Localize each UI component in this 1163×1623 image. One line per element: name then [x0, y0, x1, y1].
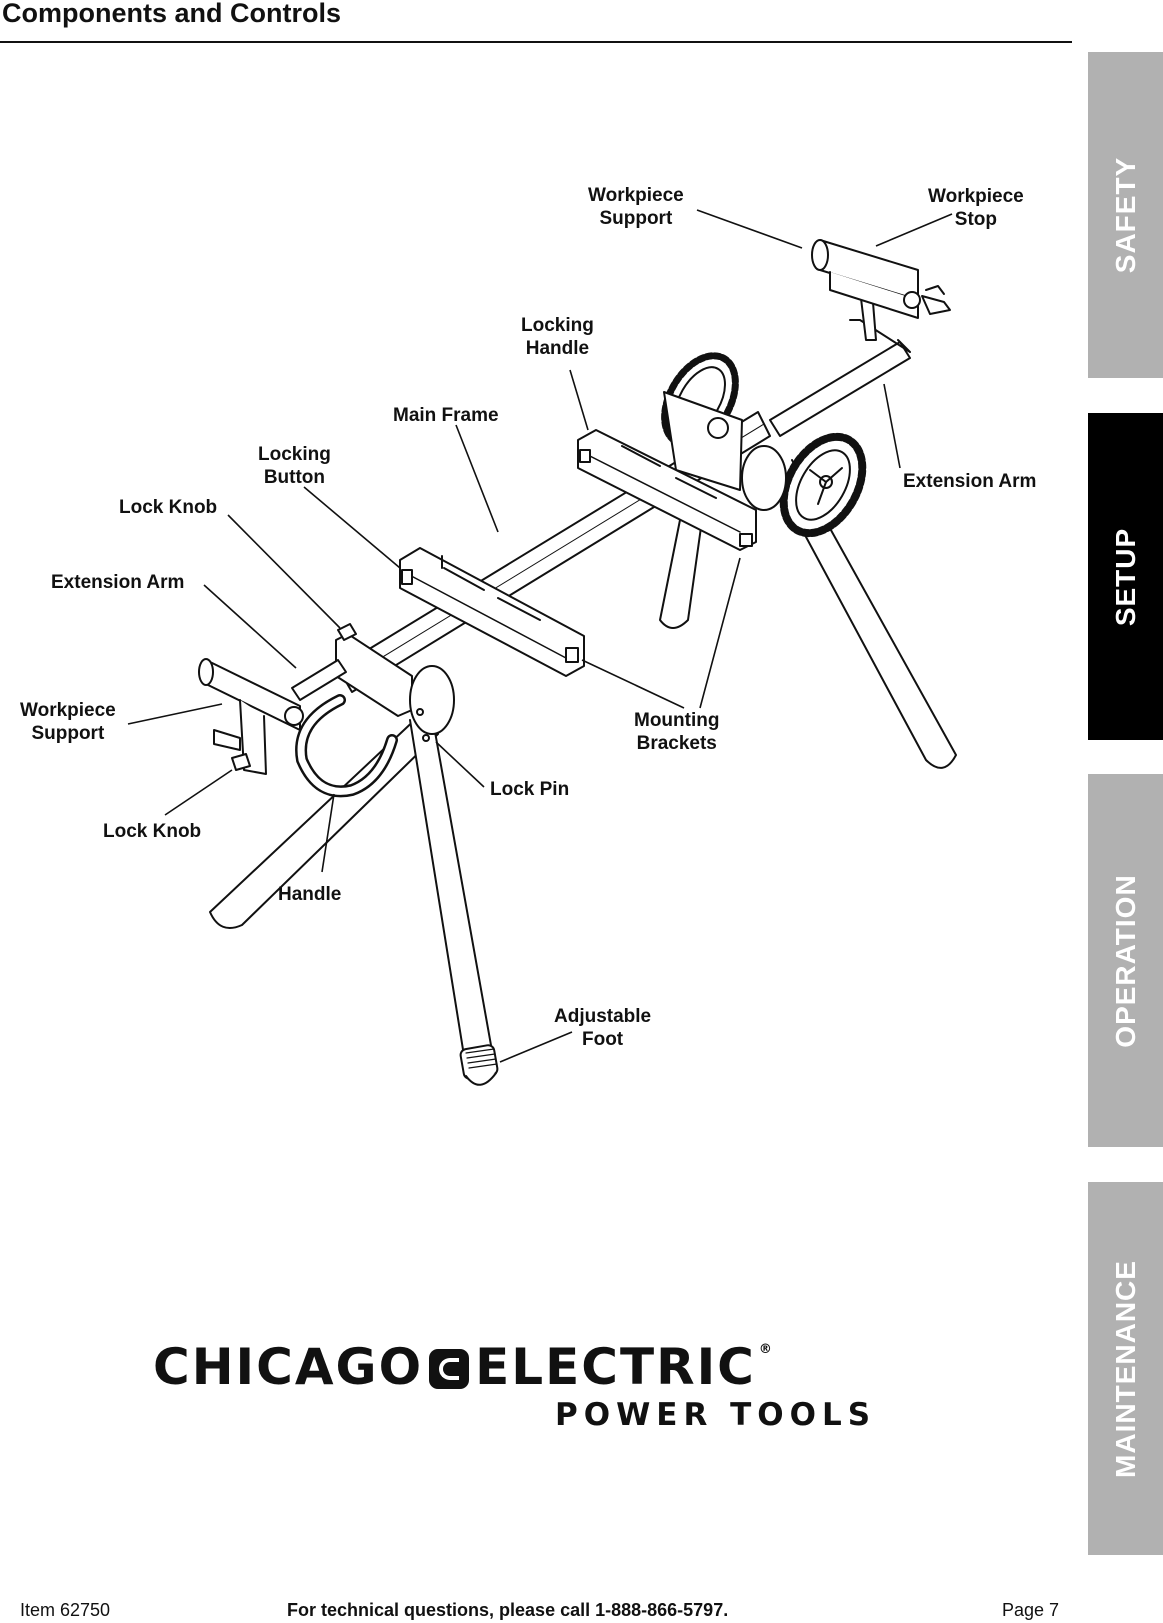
leader-lock-pin	[435, 741, 485, 788]
right-rear-leg	[659, 519, 703, 629]
leader-workpiece-support-top	[696, 209, 803, 249]
leader-adjustable-foot	[499, 1031, 573, 1063]
leader-locking-handle	[569, 369, 589, 431]
leader-lock-knob-top	[227, 514, 341, 629]
leader-extension-arm-right	[883, 383, 901, 469]
footer-item-number: Item 62750	[20, 1600, 111, 1620]
carry-handle	[295, 694, 398, 798]
lock-knob	[337, 623, 357, 641]
label-main-frame: Main Frame	[393, 405, 499, 426]
label-lock-pin: Lock Pin	[490, 779, 570, 800]
left-front-leg	[409, 714, 499, 1086]
leader-lock-knob-bottom	[164, 769, 233, 816]
page-title: Components and Controls	[2, 0, 341, 28]
leader-handle	[321, 793, 335, 873]
right-front-leg	[769, 459, 957, 769]
label-lock-knob-bottom: Lock Knob	[103, 821, 202, 842]
axle-bracket	[663, 391, 787, 511]
leader-lines	[127, 209, 953, 1063]
footer-phone: For technical questions, please call 1-8…	[287, 1600, 729, 1620]
tab-maintenance[interactable]: MAINTENANCE	[1088, 1182, 1163, 1555]
left-workpiece-support	[198, 658, 304, 775]
title-divider	[0, 41, 1072, 43]
leader-main-frame	[455, 424, 499, 533]
logo-registered-mark: ®	[758, 1341, 774, 1357]
front-mounting-bracket	[399, 547, 585, 677]
leader-locking-button	[303, 486, 401, 569]
label-extension-arm-right: Extension Arm	[903, 471, 1037, 492]
tab-safety[interactable]: SAFETY	[1088, 52, 1163, 378]
logo-text-electric: ELECTRIC	[475, 1338, 756, 1396]
leader-mounting-brackets-2	[581, 659, 685, 709]
rear-mounting-bracket	[577, 429, 757, 551]
top-workpiece-support	[811, 239, 951, 319]
label-lock-knob-top: Lock Knob	[119, 497, 218, 518]
leader-extension-arm-left	[203, 584, 297, 669]
leader-workpiece-stop	[875, 213, 953, 247]
logo-c-mark-icon	[429, 1349, 470, 1389]
label-extension-arm-left: Extension Arm	[51, 572, 185, 593]
front-wheel	[779, 432, 867, 538]
leader-mounting-brackets-1	[699, 557, 741, 709]
logo-subtitle: POWER TOOLS	[555, 1397, 877, 1433]
label-handle: Handle	[278, 884, 342, 905]
tab-operation[interactable]: OPERATION	[1088, 774, 1163, 1147]
footer-page-number: Page 7	[1002, 1600, 1060, 1620]
brand-logo: CHICAGO ELECTRIC ®	[153, 1338, 774, 1396]
left-extension-arm	[291, 659, 347, 701]
leader-workpiece-support-left	[127, 703, 223, 725]
logo-text-chicago: CHICAGO	[153, 1338, 424, 1396]
tab-setup[interactable]: SETUP	[1088, 413, 1163, 740]
